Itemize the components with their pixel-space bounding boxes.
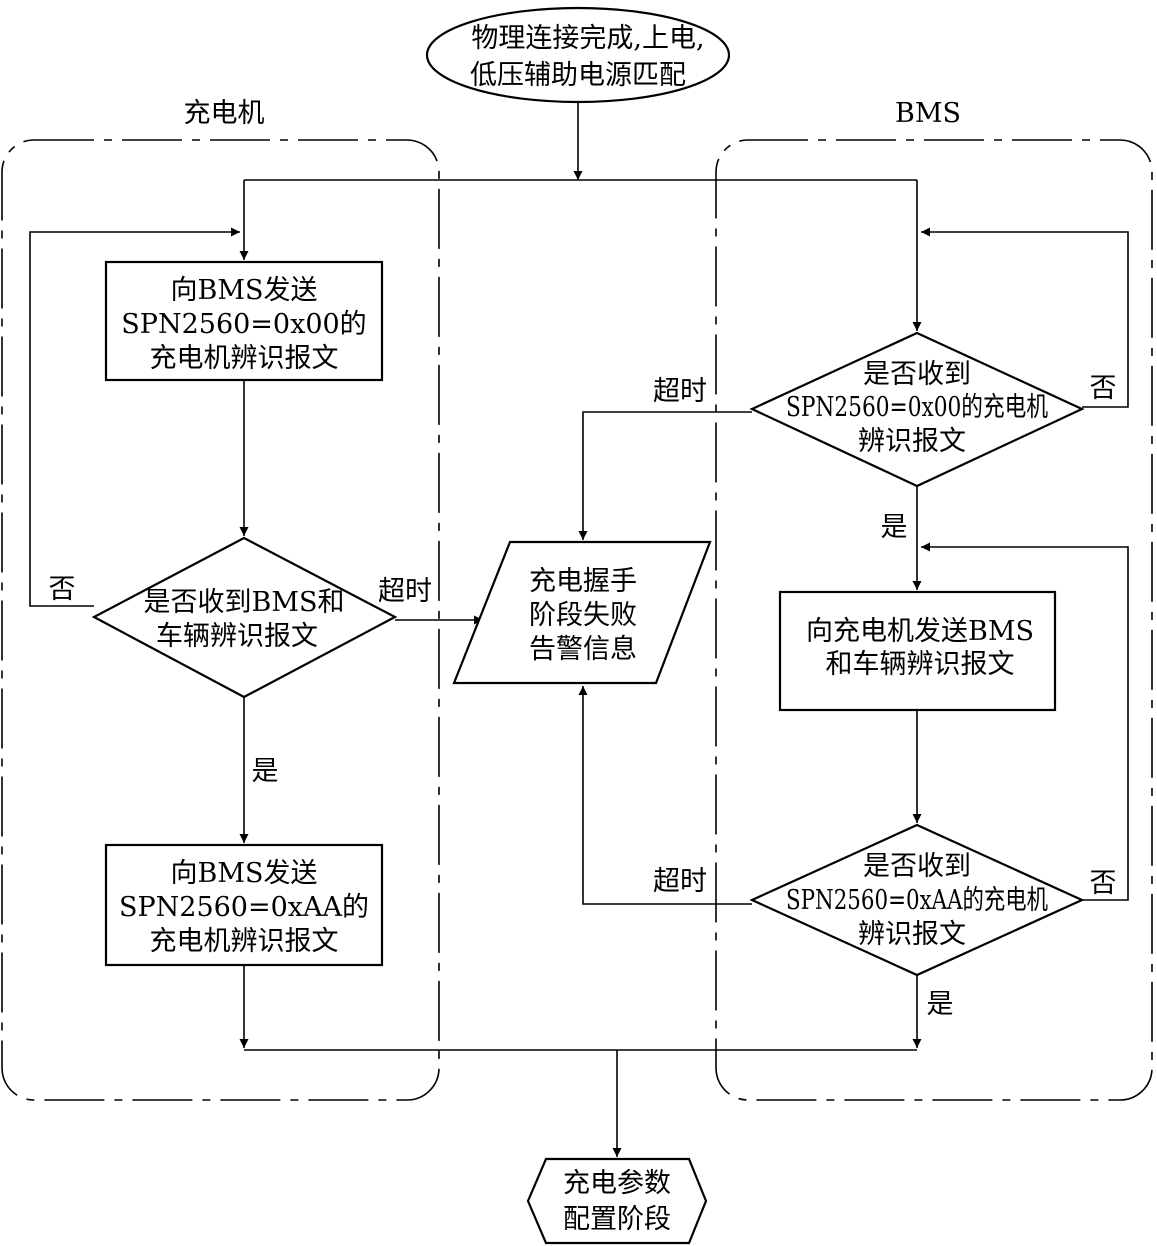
charger-send-00-box: 向BMS发送 SPN2560=0x00的 充电机辨识报文 [104,260,384,382]
charger-send-00-line-3: 充电机辨识报文 [150,343,339,374]
label-bms-00-no: 否 [1090,373,1117,404]
charger-send-00-line-1: 向BMS发送 [171,275,318,306]
bms-decision-aa-line-2: SPN2560=0xAA的充电机 [786,885,1048,916]
charger-decision-line-2: 车辆辨识报文 [156,621,318,652]
label-bms-00-yes: 是 [881,512,908,543]
bms-decision-aa-line-1: 是否收到 [863,851,971,882]
bms-lane-title: BMS [895,98,961,129]
bms-decision-00-line-1: 是否收到 [863,359,971,390]
bms-lane-frame [715,139,1153,1101]
failure-line-2: 阶段失败 [529,600,637,631]
charger-decision-line-1: 是否收到BMS和 [144,587,345,618]
connectors [29,102,1129,1157]
bms-decision-00-line-3: 辨识报文 [858,426,966,457]
label-bms-aa-timeout: 超时 [653,866,707,897]
end-node-line-1: 充电参数 [563,1168,671,1199]
bms-send-box: 向充电机发送BMS 和车辆辨识报文 [778,590,1057,712]
charger-send-00-line-2: SPN2560=0x00的 [121,309,366,340]
start-node-line-1: 物理连接完成,上电, [471,23,704,54]
end-node: 充电参数 配置阶段 [526,1157,708,1245]
bms-send-line-2: 和车辆辨识报文 [826,649,1015,680]
label-charger-no: 否 [49,574,76,605]
charger-send-aa-line-1: 向BMS发送 [171,858,318,889]
failure-parallelogram: 充电握手 阶段失败 告警信息 [452,540,712,685]
start-node-line-2: 低压辅助电源匹配 [470,60,686,91]
charger-decision-diamond: 是否收到BMS和 车辆辨识报文 [91,536,398,699]
end-node-line-2: 配置阶段 [563,1204,671,1235]
charger-send-aa-line-2: SPN2560=0xAA的 [119,892,369,923]
label-bms-aa-no: 否 [1090,868,1117,899]
bms-decision-00-line-2: SPN2560=0x00的充电机 [786,392,1048,423]
bms-send-line-1: 向充电机发送BMS [806,616,1034,647]
label-bms-00-timeout: 超时 [653,376,707,407]
failure-line-1: 充电握手 [529,566,637,597]
bms-decision-aa-diamond: 是否收到 SPN2560=0xAA的充电机 辨识报文 [749,823,1085,977]
bms-decision-00-diamond: 是否收到 SPN2560=0x00的充电机 辨识报文 [749,331,1085,488]
label-bms-aa-yes: 是 [927,989,954,1020]
charger-send-aa-box: 向BMS发送 SPN2560=0xAA的 充电机辨识报文 [104,843,384,967]
label-charger-yes: 是 [252,756,279,787]
failure-line-3: 告警信息 [529,634,637,665]
label-charger-timeout: 超时 [378,576,432,607]
start-node: 物理连接完成,上电, 低压辅助电源匹配 [425,6,731,104]
charger-lane-title: 充电机 [184,98,265,129]
edge-labels: 否 超时 是 超时 否 是 超时 否 是 [49,373,1117,1020]
bms-decision-aa-line-3: 辨识报文 [858,919,966,950]
charger-lane-frame [1,139,440,1101]
charger-send-aa-line-3: 充电机辨识报文 [150,926,339,957]
